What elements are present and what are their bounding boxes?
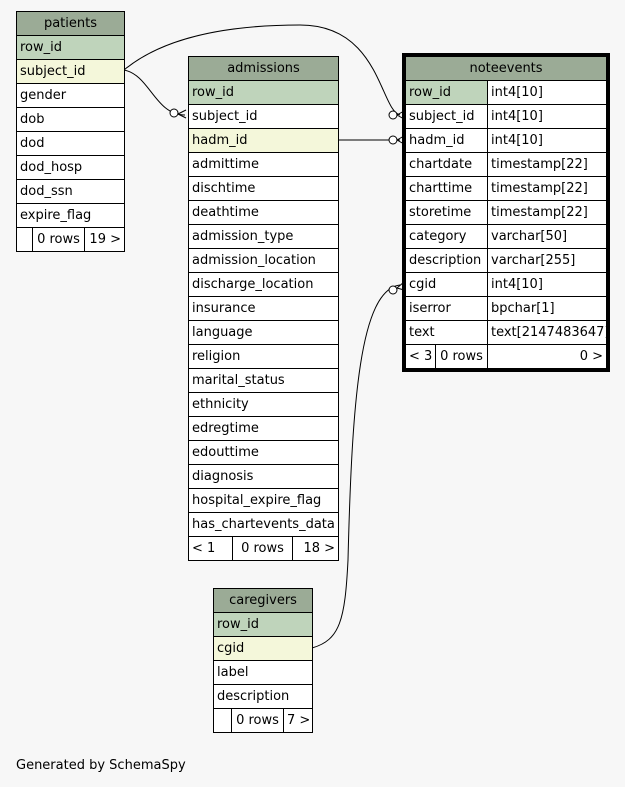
admissions-fk: hadm_id	[187, 128, 340, 153]
link-patients-admissions	[123, 69, 186, 116]
admissions-col: language	[187, 320, 340, 345]
admissions-col: subject_id	[187, 104, 340, 129]
noteevents-col-type: int4[10]	[486, 128, 608, 153]
noteevents-col-name: cgid	[405, 272, 488, 297]
noteevents-col-type: int4[10]	[486, 80, 608, 105]
patients-rows: 0 rows	[32, 227, 85, 252]
noteevents-col-name: hadm_id	[405, 128, 488, 153]
caregivers-next[interactable]: 7 >	[282, 708, 314, 733]
patients-fk: subject_id	[16, 59, 125, 84]
generated-by-label: Generated by SchemaSpy	[16, 758, 186, 773]
noteevents-col-name: chartdate	[405, 152, 488, 177]
admissions-col: discharge_location	[187, 272, 340, 297]
patients-col: dod	[16, 131, 125, 156]
noteevents-col-type: timestamp[22]	[486, 152, 608, 177]
admissions-next[interactable]: 18 >	[291, 536, 340, 561]
noteevents-col-type: varchar[50]	[486, 224, 608, 249]
patients-col: dob	[16, 107, 125, 132]
admissions-col: dischtime	[187, 176, 340, 201]
admissions-col: marital_status	[187, 368, 340, 393]
noteevents-col-name: row_id	[405, 80, 488, 105]
caregivers-prev	[213, 708, 232, 733]
caregivers-table[interactable]: caregivers row_id cgid label description…	[212, 588, 314, 733]
patients-col: dod_ssn	[16, 179, 125, 204]
noteevents-col-name: text	[405, 320, 488, 345]
noteevents-col-name: description	[405, 248, 488, 273]
noteevents-col-type: timestamp[22]	[486, 176, 608, 201]
admissions-col: insurance	[187, 296, 340, 321]
admissions-pk: row_id	[187, 80, 340, 105]
caregivers-pk: row_id	[212, 612, 314, 637]
noteevents-next[interactable]: 0 >	[486, 344, 608, 369]
noteevents-col-type: bpchar[1]	[486, 296, 608, 321]
admissions-col: ethnicity	[187, 392, 340, 417]
noteevents-title: noteevents	[404, 56, 608, 81]
noteevents-col-name: category	[405, 224, 488, 249]
admissions-col: edregtime	[187, 416, 340, 441]
noteevents-col-type: text[2147483647]	[486, 320, 608, 345]
admissions-col: religion	[187, 344, 340, 369]
admissions-col: admission_type	[187, 224, 340, 249]
caregivers-rows: 0 rows	[231, 708, 284, 733]
noteevents-col-type: int4[10]	[486, 272, 608, 297]
noteevents-col-name: subject_id	[405, 104, 488, 129]
admissions-col: edouttime	[187, 440, 340, 465]
patients-next[interactable]: 19 >	[84, 227, 125, 252]
admissions-col: hospital_expire_flag	[187, 488, 340, 513]
noteevents-col-type: int4[10]	[486, 104, 608, 129]
noteevents-col-type: timestamp[22]	[486, 200, 608, 225]
patients-title: patients	[16, 11, 125, 36]
patients-col: gender	[16, 83, 125, 108]
noteevents-col-name: charttime	[405, 176, 488, 201]
admissions-rows: 0 rows	[232, 536, 293, 561]
caregivers-col: label	[212, 660, 314, 685]
patients-col: expire_flag	[16, 203, 125, 228]
patients-pk: row_id	[16, 35, 125, 60]
patients-prev	[16, 227, 33, 252]
admissions-col: diagnosis	[187, 464, 340, 489]
caregivers-fk: cgid	[212, 636, 314, 661]
noteevents-col-type: varchar[255]	[486, 248, 608, 273]
admissions-col: admittime	[187, 152, 340, 177]
patients-col: dod_hosp	[16, 155, 125, 180]
admissions-title: admissions	[187, 56, 340, 81]
noteevents-col-name: storetime	[405, 200, 488, 225]
admissions-col: has_chartevents_data	[187, 512, 340, 537]
caregivers-title: caregivers	[212, 588, 314, 613]
patients-table[interactable]: patients row_id subject_id gender dob do…	[16, 11, 125, 252]
caregivers-col: description	[212, 684, 314, 709]
admissions-table[interactable]: admissions row_id subject_id hadm_id adm…	[187, 56, 340, 561]
noteevents-col-name: iserror	[405, 296, 488, 321]
admissions-col: admission_location	[187, 248, 340, 273]
noteevents-prev[interactable]: < 3	[405, 344, 436, 369]
noteevents-rows: 0 rows	[435, 344, 488, 369]
admissions-col: deathtime	[187, 200, 340, 225]
admissions-prev[interactable]: < 1	[188, 536, 233, 561]
